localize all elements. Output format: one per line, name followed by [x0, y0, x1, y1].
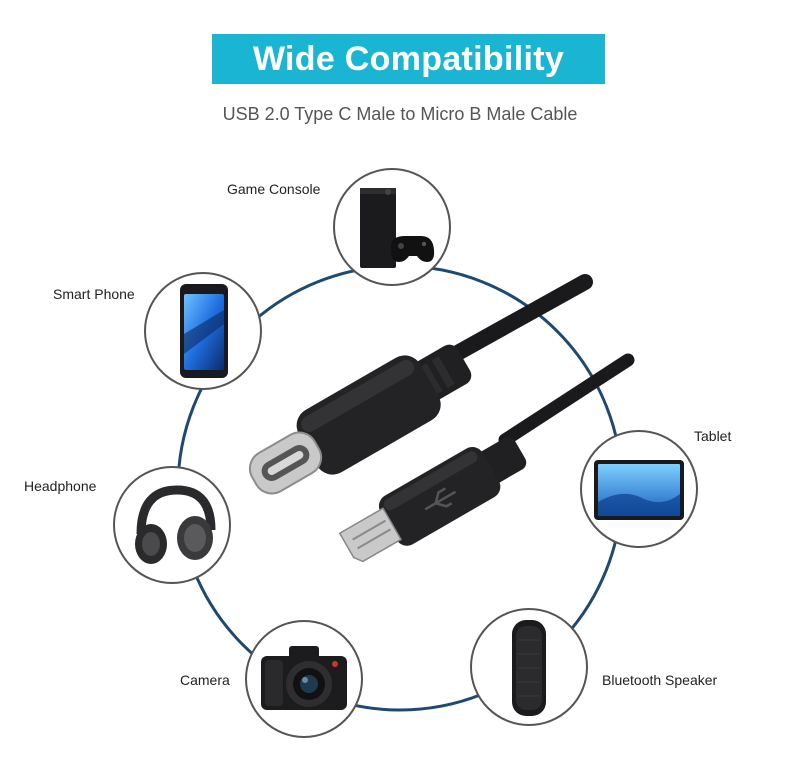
smart-phone-bubble — [144, 272, 262, 390]
tablet-label: Tablet — [694, 428, 732, 444]
camera-icon — [261, 646, 347, 710]
game-console-icon — [360, 188, 435, 268]
smart-phone-label: Smart Phone — [53, 286, 135, 302]
camera-bubble — [245, 620, 363, 738]
page-subtitle: USB 2.0 Type C Male to Micro B Male Cabl… — [222, 104, 578, 124]
tablet-bubble — [580, 430, 698, 548]
game-console-bubble — [333, 168, 451, 286]
headphone-bubble — [113, 466, 231, 584]
headphone-icon — [135, 485, 216, 564]
headphone-label: Headphone — [24, 478, 97, 494]
tablet-icon — [594, 460, 684, 520]
bluetooth-speaker-bubble — [470, 608, 588, 726]
game-console-label: Game Console — [227, 181, 321, 197]
smart-phone-icon — [180, 284, 228, 378]
title-banner: Wide Compatibility — [212, 34, 605, 84]
camera-label: Camera — [180, 672, 230, 688]
bluetooth-speaker-label: Bluetooth Speaker — [602, 672, 718, 688]
bluetooth-speaker-icon — [512, 620, 546, 716]
page-title: Wide Compatibility — [252, 39, 565, 78]
